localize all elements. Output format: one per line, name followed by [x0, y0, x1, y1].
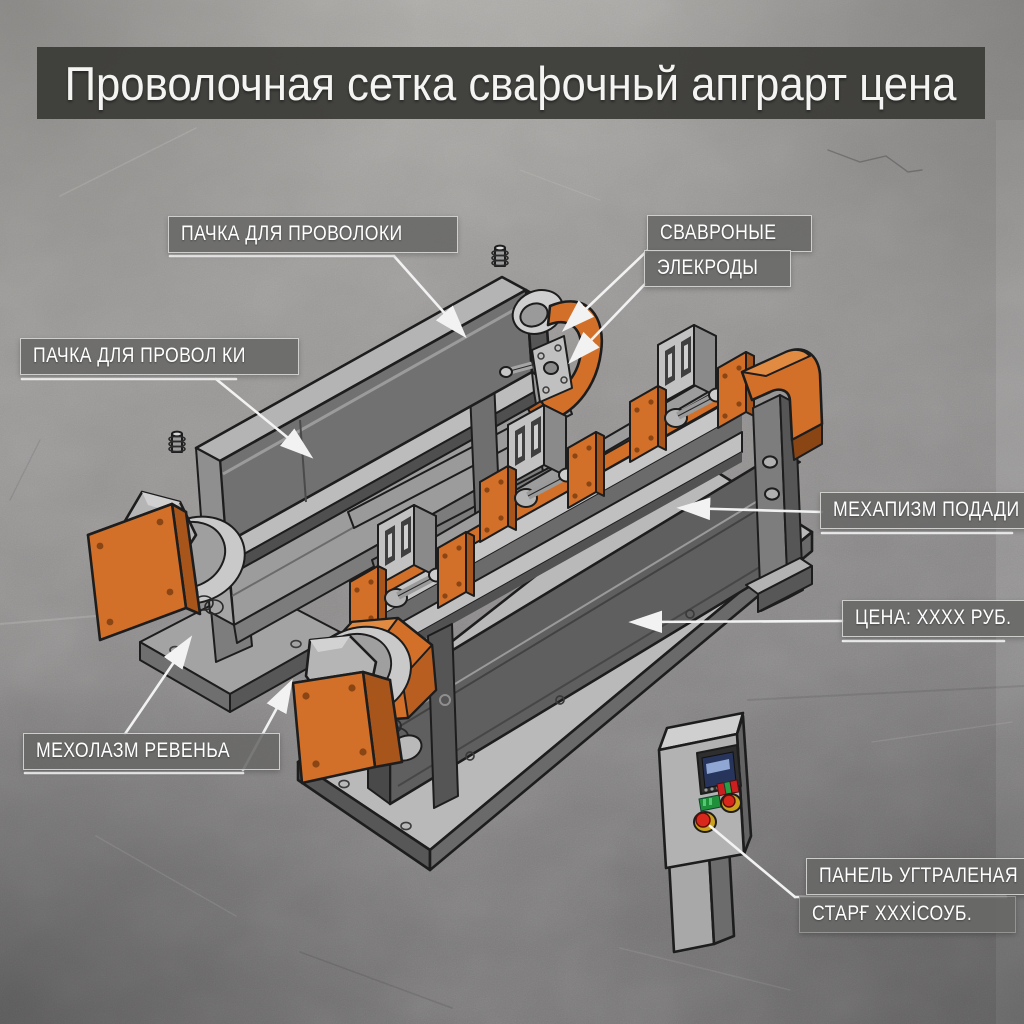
concrete-scratches [0, 127, 1024, 1009]
rear-drive-assembly [86, 490, 246, 642]
leader-feed-mechanism [676, 497, 824, 521]
leader-electrode-2 [568, 282, 647, 365]
page-title: Проволочная сетка сваþочньй апграрт цена [65, 56, 957, 110]
callout-welding-line2: ЭЛЕКРОДЫ [644, 250, 791, 287]
front-welder-machine [291, 325, 824, 872]
callout-panel-line1: ПАНЕЛЬ УГТРАЛЕНАЯ [806, 858, 1024, 895]
callout-drive-mechanism: МЕХОЛАЗМ РЕВЕНЬА [23, 733, 280, 770]
leader-wire-rack-left [214, 377, 314, 459]
callout-panel-line2: СТАРҒ XXXİСОУБ. [799, 896, 1016, 933]
stop-button[interactable] [722, 794, 736, 808]
callout-price: ЦЕНА: XXXX РУБ. [842, 600, 1024, 637]
leader-control-panel [708, 824, 797, 899]
callout-feed-mechanism: МЕХАПИЗМ ПОДАДИ [820, 492, 1024, 529]
leader-wire-rack-top [392, 254, 467, 339]
start-button[interactable] [695, 812, 711, 828]
control-panel-pedestal [657, 711, 753, 954]
rear-welder-machine [86, 244, 604, 713]
front-right-post [745, 394, 813, 613]
panel-buttons[interactable] [693, 793, 742, 833]
beam-bolt-left [168, 430, 186, 453]
orange-elbow-duct [740, 348, 824, 461]
leader-price [628, 610, 845, 634]
callout-wire-rack-top: ПАЧКА ДЛЯ ПРОВОЛОКИ [168, 216, 458, 253]
beam-bolt-right [491, 244, 509, 267]
callout-wire-rack-left: ПАЧКА ДЛЯ ПРОВОЛ КИ [20, 338, 300, 375]
title-banner: Проволочная сетка сваþочньй апграрт цена [37, 47, 985, 119]
leader-drive-1 [123, 635, 193, 736]
front-drive-assembly [291, 616, 459, 809]
leader-electrode-1 [561, 248, 650, 332]
callout-welding-line1: СВАВРОНЫЕ [647, 215, 812, 252]
